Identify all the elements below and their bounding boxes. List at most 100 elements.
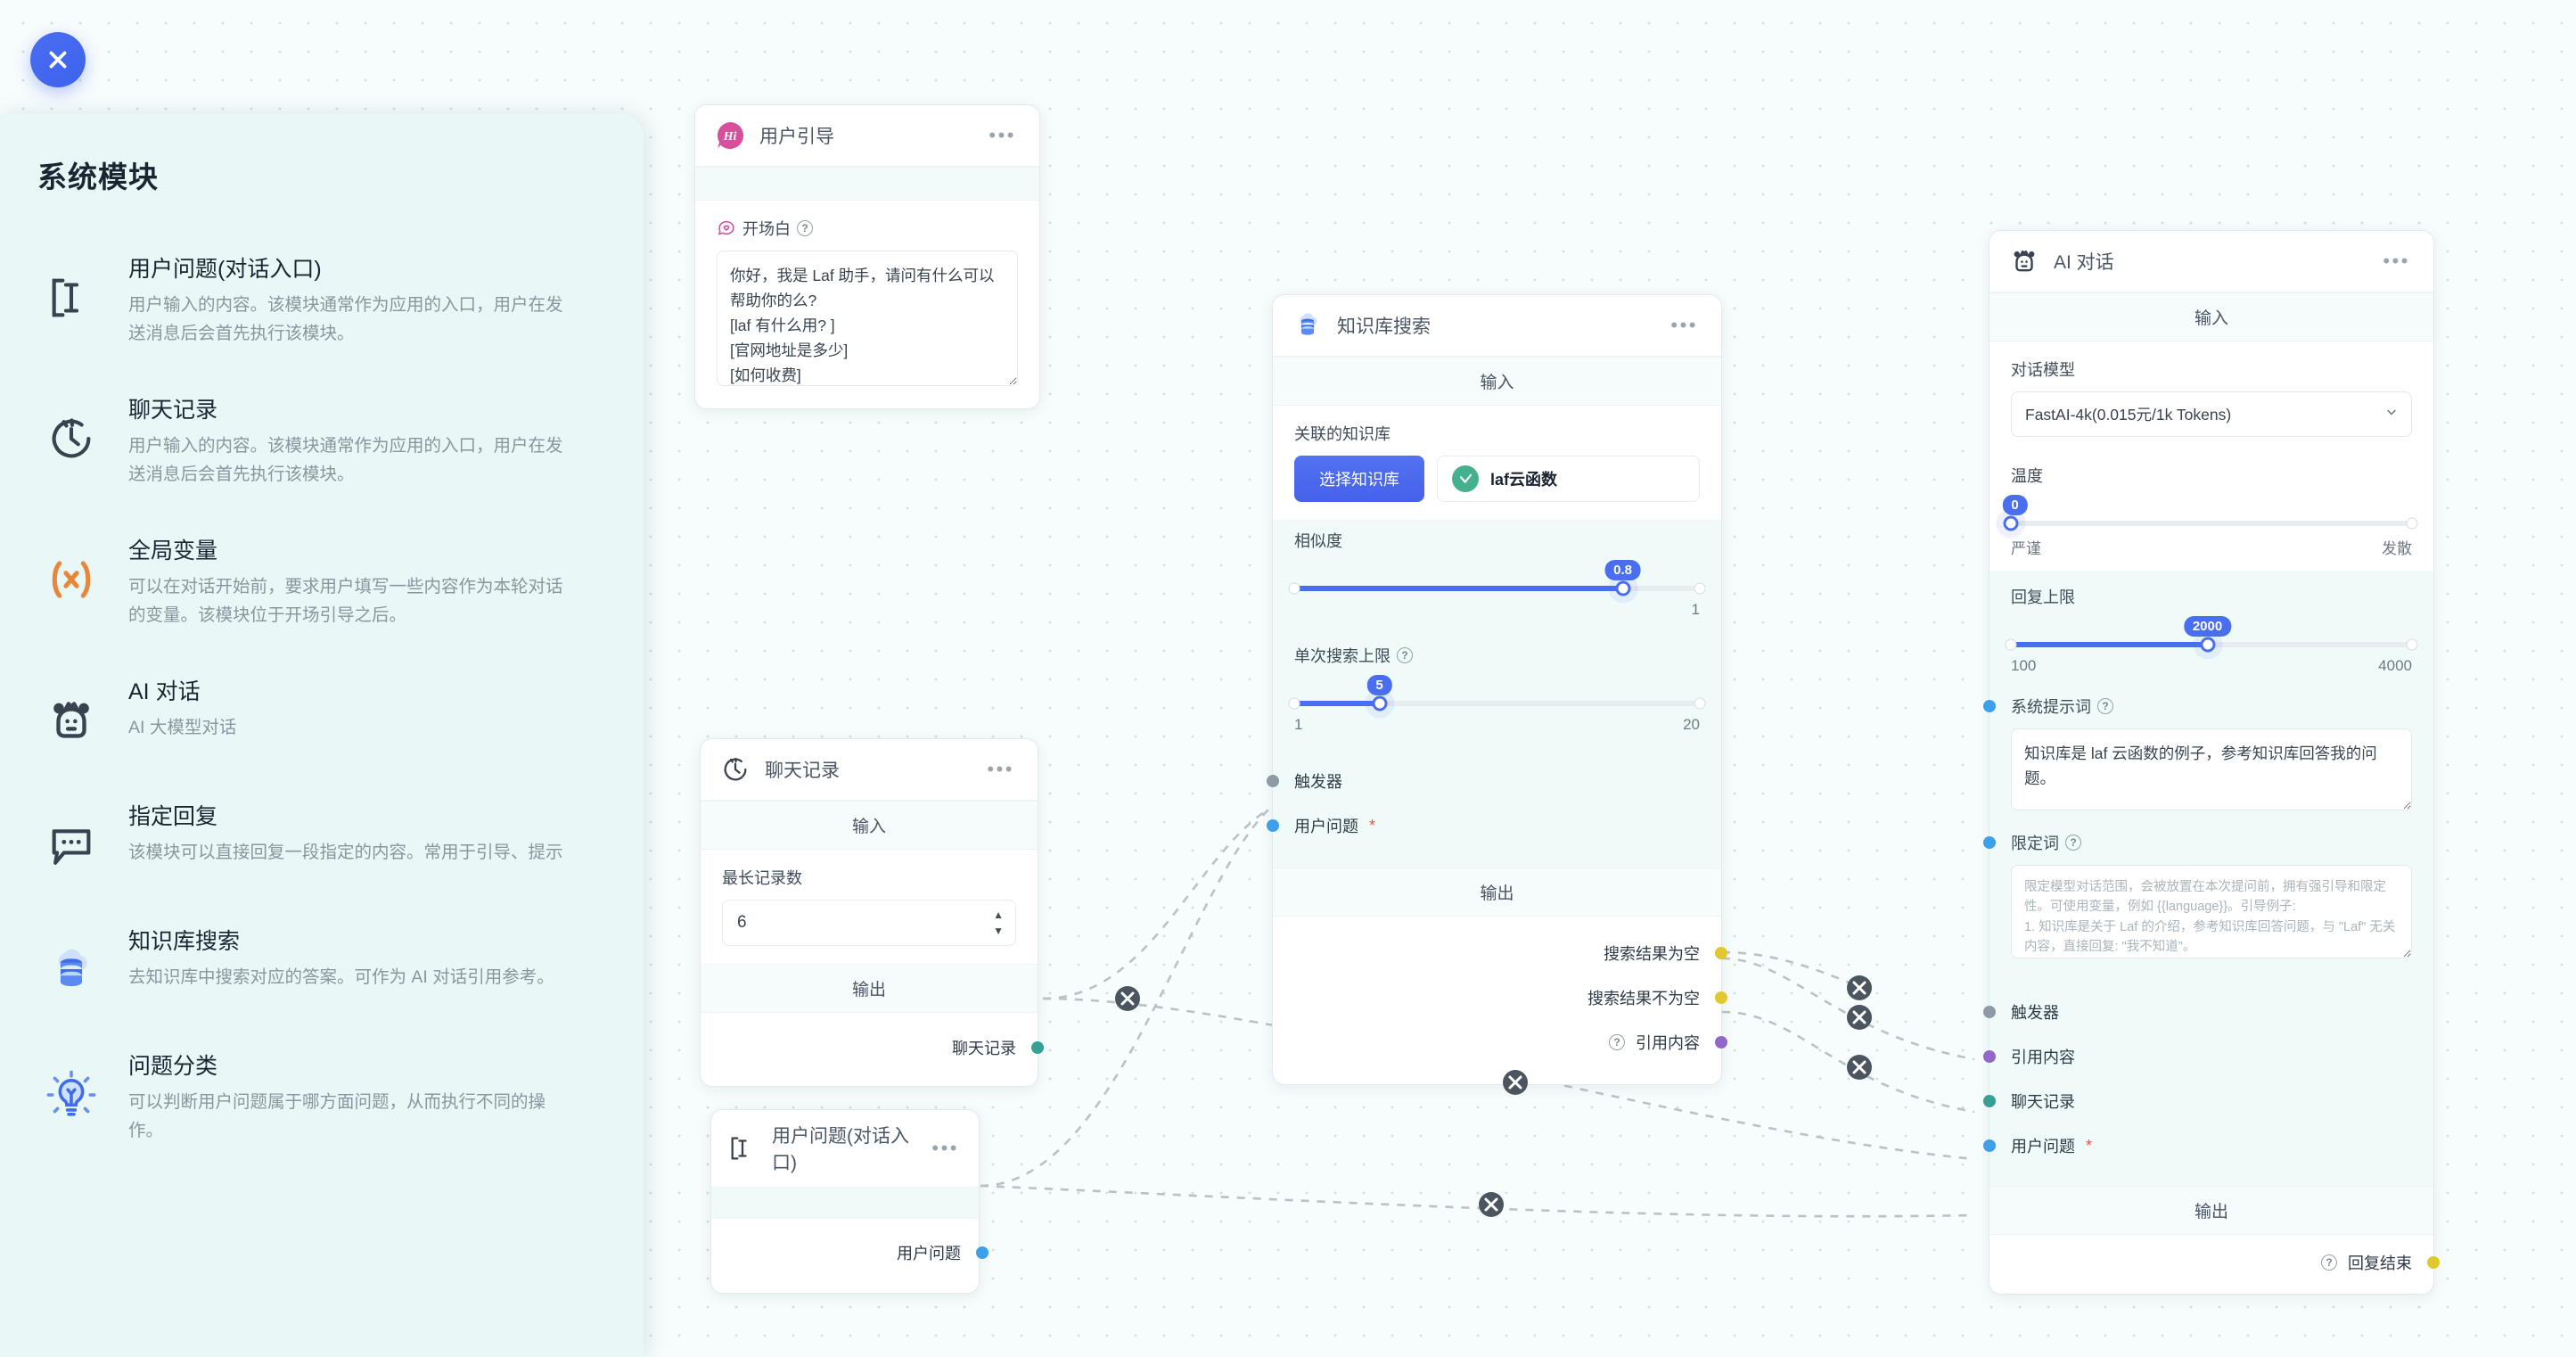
node-title: AI 对话: [2054, 252, 2114, 273]
laf-logo-icon: [1452, 465, 1479, 492]
help-icon[interactable]: ?: [2097, 698, 2113, 714]
slider-max-label: 发散: [2382, 540, 2412, 557]
max-tokens-slider[interactable]: 2000 100 4000: [2005, 616, 2418, 675]
variable-x-icon: [37, 546, 105, 613]
node-menu-button[interactable]: •••: [987, 758, 1014, 780]
node-header[interactable]: AI 对话 •••: [1989, 231, 2433, 292]
port-label: 回复结束: [2348, 1254, 2412, 1272]
port-label: 聊天记录: [2011, 1093, 2075, 1111]
close-panel-button[interactable]: [30, 32, 86, 87]
port-trigger-in[interactable]: 触发器: [1267, 759, 1700, 803]
node-user-guide[interactable]: Hi 用户引导 ••• 开场白 ?: [694, 104, 1040, 409]
port-dot-grey[interactable]: [1267, 775, 1279, 787]
node-header[interactable]: 聊天记录 •••: [701, 739, 1038, 801]
field-label-linked-kb: 关联的知识库: [1294, 425, 1391, 443]
edge-delete-button[interactable]: [1503, 1070, 1528, 1095]
input-band: 输入: [1989, 292, 2433, 341]
field-label-opening: 开场白 ?: [717, 217, 1018, 240]
temperature-slider[interactable]: 0 严谨 发散: [2002, 495, 2418, 558]
port-user-question-in[interactable]: 用户问题*: [1983, 1123, 2412, 1168]
help-icon[interactable]: ?: [797, 220, 813, 236]
slider-track[interactable]: 0: [2002, 495, 2418, 531]
port-dot-blue[interactable]: [1983, 700, 1996, 712]
module-list: 用户问题(对话入口) 用户输入的内容。该模块通常作为应用的入口，用户在发送消息后…: [0, 230, 644, 1205]
module-desc: 用户输入的内容。该模块通常作为应用的入口，用户在发送消息后会首先执行该模块。: [128, 436, 563, 484]
module-item-user-question[interactable]: 用户问题(对话入口) 用户输入的内容。该模块通常作为应用的入口，用户在发送消息后…: [37, 230, 606, 371]
text-cursor-icon: [37, 264, 105, 332]
module-item-global-variable[interactable]: 全局变量 可以在对话开始前，要求用户填写一些内容作为本轮对话的变量。该模块位于开…: [37, 512, 606, 653]
field-label-qualifier: 限定词 ?: [1983, 831, 2412, 854]
port-dot-blue[interactable]: [1983, 836, 1996, 849]
output-band: 输出: [1273, 868, 1721, 917]
clock-history-icon: [37, 405, 105, 473]
node-menu-button[interactable]: •••: [1670, 314, 1698, 336]
slider-knob[interactable]: [2003, 515, 2019, 531]
node-user-question[interactable]: 用户问题(对话入口) ••• 用户问题: [710, 1109, 989, 1294]
slider-knob[interactable]: [2200, 637, 2215, 653]
node-outputs: 用户问题: [711, 1219, 989, 1293]
qualifier-textarea[interactable]: [2011, 865, 2412, 958]
port-dot-grey[interactable]: [1983, 1006, 1996, 1018]
module-desc: 用户输入的内容。该模块通常作为应用的入口，用户在发送消息后会首先执行该模块。: [128, 295, 563, 343]
kb-chip-label: laf云函数: [1490, 471, 1558, 489]
node-body: 开场白 ?: [695, 201, 1039, 408]
node-menu-button[interactable]: •••: [931, 1137, 959, 1159]
module-item-ai-chat[interactable]: AI 对话 AI 大模型对话: [37, 653, 606, 777]
help-icon[interactable]: ?: [2321, 1254, 2337, 1271]
node-header[interactable]: Hi 用户引导 •••: [695, 105, 1039, 167]
slider-track[interactable]: 0.8: [1288, 560, 1706, 596]
system-prompt-textarea[interactable]: [2011, 728, 2412, 810]
node-header[interactable]: 用户问题(对话入口) •••: [711, 1110, 979, 1188]
slider-end-cap: [2406, 638, 2418, 651]
help-icon[interactable]: ?: [2065, 835, 2081, 851]
ai-robot-icon: [2009, 246, 2039, 276]
node-ai-chat[interactable]: AI 对话 ••• 输入 对话模型 FastAI-4k(0.015元/1k To…: [1983, 230, 2440, 1295]
node-title: 知识库搜索: [1337, 317, 1431, 337]
node-kb-search[interactable]: 知识库搜索 ••• 输入 关联的知识库 选择知识库 laf云函数 相似度: [1267, 294, 1727, 1085]
edge-delete-button[interactable]: [1847, 975, 1872, 1000]
slider-track[interactable]: 2000: [2005, 616, 2418, 653]
port-dot-purple[interactable]: [1983, 1050, 1996, 1063]
chat-model-select[interactable]: FastAI-4k(0.015元/1k Tokens): [2011, 391, 2412, 437]
port-trigger-in[interactable]: 触发器: [1983, 990, 2412, 1034]
node-menu-button[interactable]: •••: [989, 124, 1016, 146]
max-records-input[interactable]: 6 ▲ ▼: [722, 900, 1016, 946]
max-tokens-section: 回复上限 2000 100 4000: [1989, 571, 2433, 686]
port-chat-history-in[interactable]: 聊天记录: [1983, 1079, 2412, 1123]
port-user-question-out[interactable]: 用户问题: [729, 1230, 989, 1275]
module-item-question-classify[interactable]: 问题分类 可以判断用户问题属于哪方面问题，从而执行不同的操作。: [37, 1027, 606, 1168]
edge-delete-button[interactable]: [1115, 986, 1140, 1011]
port-label: 用户问题: [1294, 818, 1358, 835]
port-dot-teal[interactable]: [1983, 1095, 1996, 1107]
port-label: 引用内容: [2011, 1049, 2075, 1066]
node-header[interactable]: 知识库搜索 •••: [1273, 295, 1721, 357]
node-menu-button[interactable]: •••: [2383, 250, 2410, 272]
port-reply-end-out[interactable]: ? 回复结束: [2011, 1246, 2440, 1279]
similarity-slider[interactable]: 0.8 1: [1288, 560, 1706, 619]
port-dot-yellow[interactable]: [2427, 1256, 2440, 1269]
edge-delete-button[interactable]: [1847, 1055, 1872, 1080]
select-kb-button[interactable]: 选择知识库: [1294, 456, 1424, 502]
module-item-kb-search[interactable]: 知识库搜索 去知识库中搜索对应的答案。可作为 AI 对话引用参考。: [37, 902, 606, 1027]
node-body: 对话模型 FastAI-4k(0.015元/1k Tokens): [1989, 341, 2433, 455]
slider-knob[interactable]: [1615, 580, 1631, 596]
port-dot-blue[interactable]: [1983, 1139, 1996, 1152]
module-item-specified-reply[interactable]: 指定回复 该模块可以直接回复一段指定的内容。常用于引导、提示: [37, 777, 606, 902]
edge-delete-button[interactable]: [1479, 1192, 1504, 1217]
module-item-chat-history[interactable]: 聊天记录 用户输入的内容。该模块通常作为应用的入口，用户在发送消息后会首先执行该…: [37, 371, 606, 512]
port-dot-blue[interactable]: [976, 1246, 989, 1259]
edge-delete-button[interactable]: [1847, 1005, 1872, 1030]
svg-text:Hi: Hi: [723, 130, 737, 144]
temperature-section: 温度 0 严谨 发散: [1989, 455, 2433, 571]
slider-track[interactable]: 5: [1288, 675, 1706, 711]
slider-value-bubble: 0: [2002, 495, 2028, 515]
slider-knob[interactable]: [1372, 695, 1388, 711]
field-label-max-records: 最长记录数: [722, 869, 802, 887]
close-icon: [49, 51, 67, 69]
port-quote-content-in[interactable]: 引用内容: [1983, 1034, 2412, 1079]
field-label-similarity: 相似度: [1294, 532, 1342, 550]
search-limit-slider[interactable]: 5 1 20: [1288, 675, 1706, 734]
kb-chip-laf[interactable]: laf云函数: [1437, 456, 1700, 502]
opening-statement-textarea[interactable]: [717, 251, 1018, 386]
help-icon[interactable]: ?: [1397, 647, 1413, 663]
